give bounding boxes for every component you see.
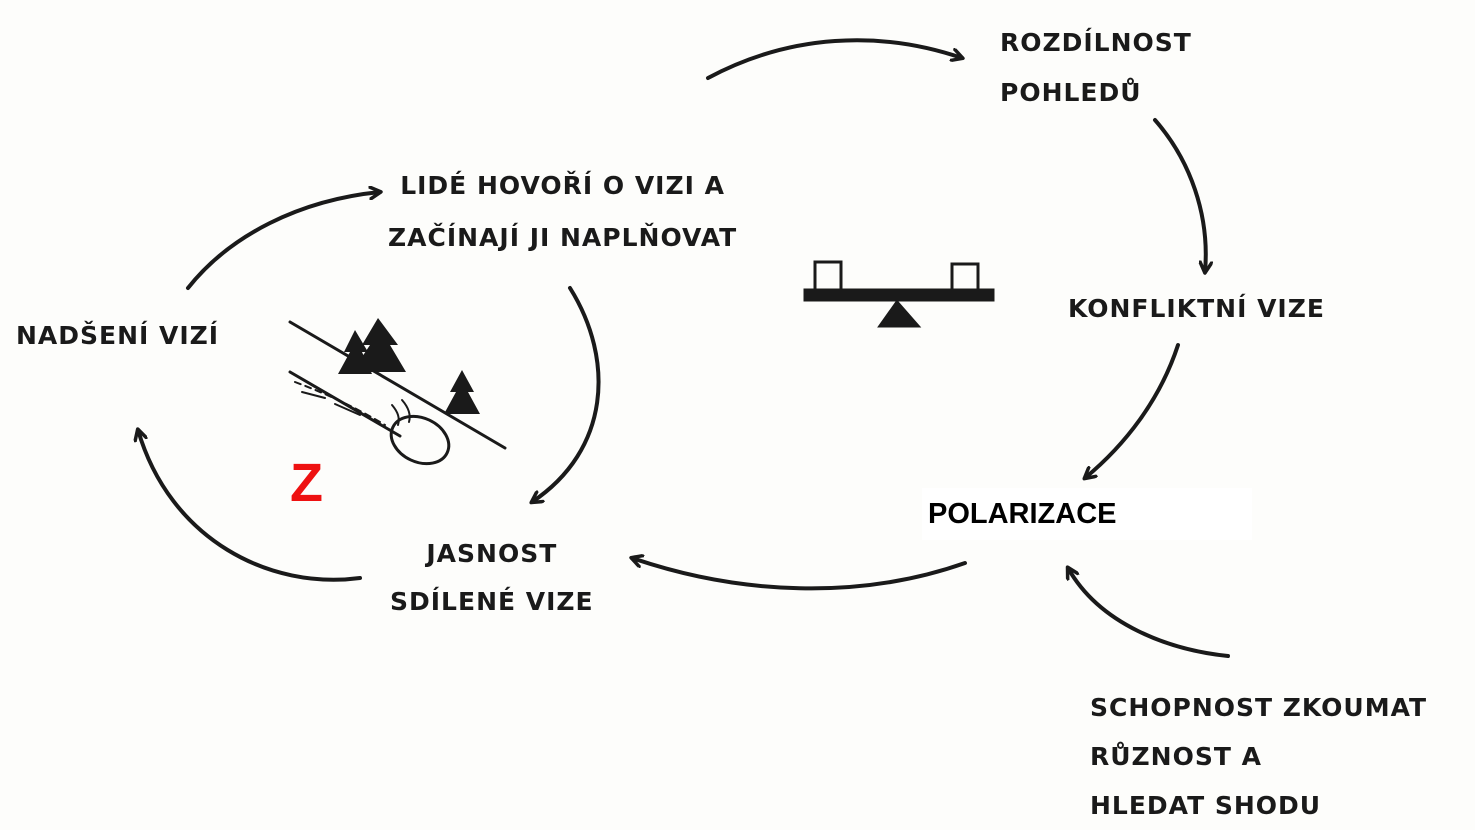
- node-line: SDÍLENÉ VIZE: [390, 587, 594, 616]
- arrow-to-jasnost: [632, 558, 967, 591]
- node-nadseni-vizi: NADŠENÍ VIZÍ: [16, 323, 219, 348]
- node-line: RŮZNOST A: [1090, 742, 1262, 771]
- node-line: SCHOPNOST ZKOUMAT: [1090, 693, 1428, 722]
- node-line: KONFLIKTNÍ VIZE: [1068, 294, 1325, 323]
- node-line: HLEDAT SHODU: [1090, 791, 1322, 820]
- loop-diagram: ROZDÍLNOST POHLEDŮ KONFLIKTNÍ VIZE POLAR…: [0, 18, 1426, 820]
- polarizace-label: POLARIZACE: [928, 498, 1117, 530]
- arrow-to-polarizace: [1085, 343, 1180, 478]
- node-schopnost: SCHOPNOST ZKOUMAT RŮZNOST A HLEDAT SHODU: [1090, 683, 1427, 830]
- red-z-marker: Z: [290, 453, 323, 513]
- node-jasnost-sdilene-vize: JASNOST SDÍLENÉ VIZE: [390, 530, 594, 626]
- snowball-hill-icon: [288, 318, 507, 466]
- node-line: JASNOST: [426, 539, 558, 568]
- node-rozdilnost-pohledu: ROZDÍLNOST POHLEDŮ: [1000, 18, 1192, 118]
- arrow-to-konfliktni: [1153, 118, 1206, 272]
- arrows-layer: [0, 38, 1230, 658]
- arrow-to-rozdilnost: [706, 38, 962, 80]
- balance-scale-icon: [803, 260, 995, 328]
- arrow-to-lide: [186, 192, 380, 290]
- node-line: NADŠENÍ VIZÍ: [16, 321, 220, 350]
- arrow-to-nadseni: [138, 430, 362, 582]
- node-lide-hovori: LIDÉ HOVOŘÍ O VIZI A ZAČÍNAJÍ JI NAPLŇOV…: [388, 160, 737, 264]
- node-line: LIDÉ HOVOŘÍ O VIZI A: [400, 171, 725, 200]
- node-konfliktni-vize: KONFLIKTNÍ VIZE: [1068, 296, 1325, 321]
- arrow-from-schopnost: [1068, 568, 1230, 658]
- node-line: ROZDÍLNOST: [1000, 28, 1192, 57]
- arrow-lide-to-jasnost: [532, 286, 601, 502]
- node-polarizace: POLARIZACE: [922, 488, 1252, 540]
- node-line: ZAČÍNAJÍ JI NAPLŇOVAT: [388, 223, 738, 252]
- node-line: POHLEDŮ: [1000, 78, 1142, 107]
